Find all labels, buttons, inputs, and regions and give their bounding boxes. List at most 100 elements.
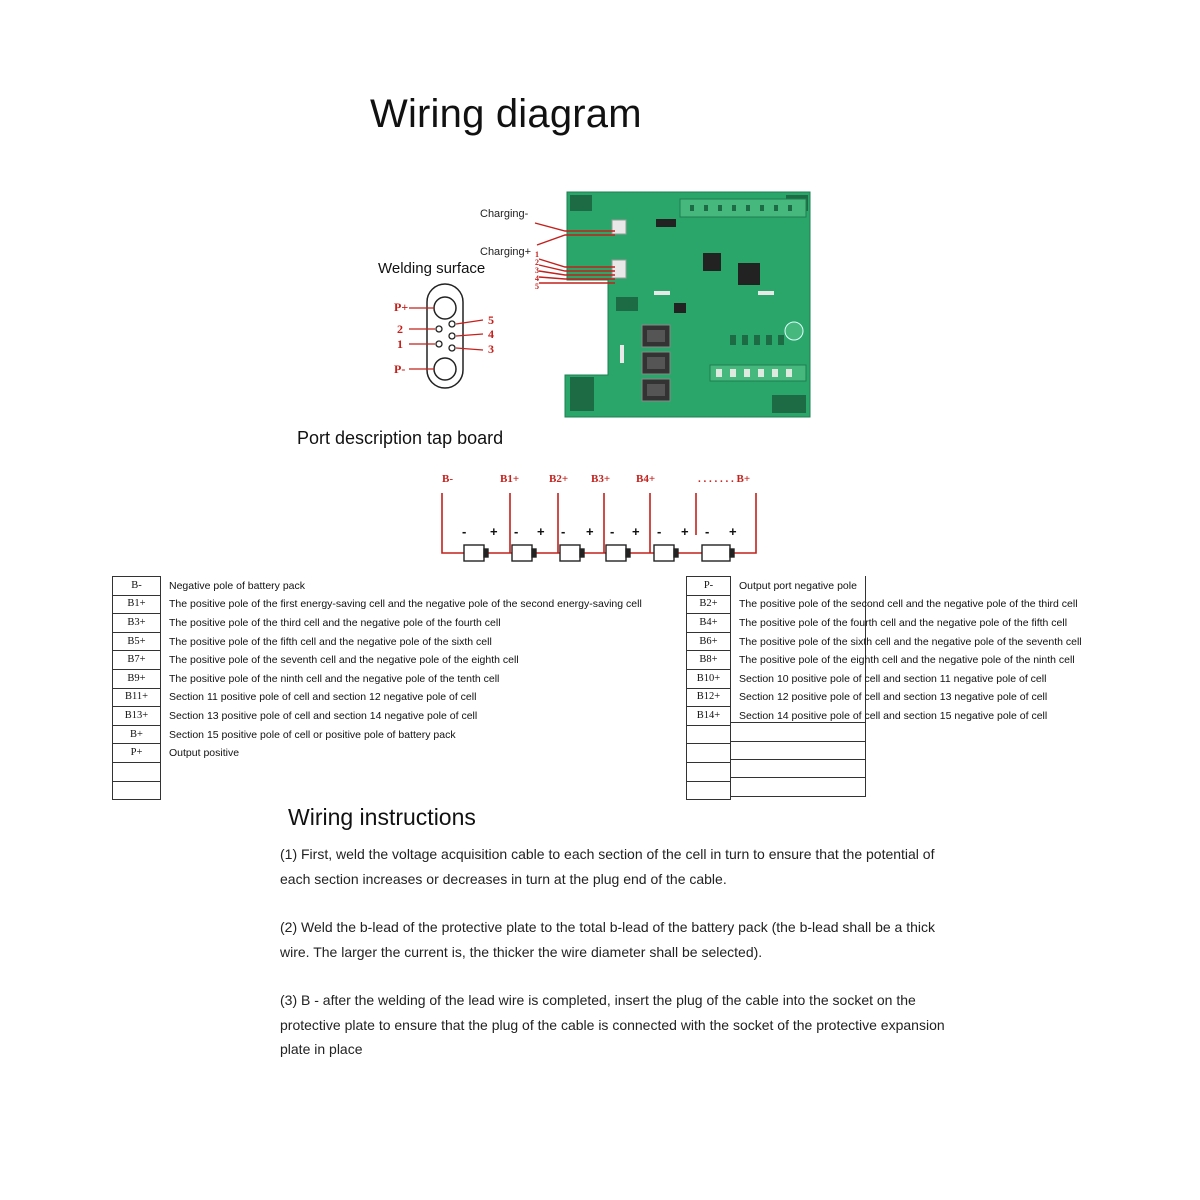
charging-minus-label: Charging- <box>480 208 529 220</box>
right-frame-divider <box>730 777 866 779</box>
left-table-desc-cell: Section 15 positive pole of cell or posi… <box>169 728 456 741</box>
right-table-desc-cell: The positive pole of the fourth cell and… <box>739 616 1068 629</box>
page-title: Wiring diagram <box>370 92 642 136</box>
left-table-desc-cell: Output positive <box>169 747 240 760</box>
wire-number-4: 4 <box>535 274 539 283</box>
right-table-desc-cell: The positive pole of the sixth cell and … <box>739 635 1082 648</box>
right-table-row: B2+The positive pole of the second cell … <box>686 594 1083 615</box>
left-table-desc-cell <box>161 762 643 781</box>
left-table-row: B+ Section 15 positive pole of cell or po… <box>112 724 643 745</box>
left-table-row: B9+ The positive pole of the ninth cell a… <box>112 668 643 689</box>
cell-4-minus: - <box>610 524 615 539</box>
right-table-code-cell: B14+ <box>686 706 731 726</box>
left-table-code-cell <box>112 780 161 801</box>
right-table-code-cell: B12+ <box>686 687 731 708</box>
left-table-code-cell: B13+ <box>112 706 161 726</box>
right-table-code-cell: B8+ <box>686 650 731 670</box>
right-table-code-cell: B10+ <box>686 668 731 689</box>
left-table-code-cell: B11+ <box>112 687 161 708</box>
right-table-row: B8+ The positive pole of the eighth cell … <box>686 650 1083 670</box>
left-table-code-cell: B1+ <box>112 594 161 615</box>
port-description-label: Port description tap board <box>297 428 504 448</box>
left-table-code-cell <box>112 761 161 782</box>
right-table-code-cell <box>686 780 731 801</box>
right-frame-divider <box>730 795 866 797</box>
right-table-desc-cell: Output port negative pole <box>739 579 857 592</box>
left-table-row: B13+Section 13 positive pole of cell and… <box>112 706 643 726</box>
right-table-row <box>686 780 1083 801</box>
tap-label-b3: B3+ <box>591 473 611 485</box>
pin-3: 3 <box>488 342 494 356</box>
tap-label-b1: B1+ <box>500 473 520 485</box>
left-table-row: B7+ The positive pole of the seventh cell… <box>112 650 643 670</box>
left-table-code-cell: B9+ <box>112 668 161 689</box>
right-table-code-cell: B4+ <box>686 613 731 633</box>
left-table-desc-cell: The positive pole of the first energy-sa… <box>169 598 642 611</box>
left-table-desc-cell: Negative pole of battery pack <box>169 579 305 592</box>
cell-1-minus: - <box>462 524 467 539</box>
wire-number-3: 3 <box>535 266 539 275</box>
charging-plus-label: Charging+ <box>480 246 532 258</box>
left-table-desc-cell <box>161 781 643 800</box>
tap-label-b-minus: B- <box>442 473 453 485</box>
left-table-desc-cell: Section 11 positive pole of cell and sec… <box>169 691 477 704</box>
cell-chain-diagram <box>441 493 757 562</box>
cell-6-plus: + <box>729 524 737 539</box>
right-table-desc-cell: Section 10 positive pole of cell and sec… <box>739 672 1047 685</box>
wire-number-2: 2 <box>535 258 539 267</box>
instruction-step-1: (1) First, weld the voltage acquisition … <box>280 846 935 887</box>
cell-3-minus: - <box>561 524 566 539</box>
right-table-desc-cell: Section 14 positive pole of cell and sec… <box>739 709 1048 722</box>
pin-4: 4 <box>488 327 494 341</box>
cell-5-minus: - <box>657 524 662 539</box>
right-frame-divider <box>730 759 866 760</box>
left-table-code-cell: B- <box>112 576 161 596</box>
right-frame-divider <box>730 722 866 724</box>
right-table-desc-cell: The positive pole of the second cell and… <box>739 598 1078 611</box>
instructions-heading: Wiring instructions <box>288 804 476 830</box>
right-table-desc-cell: The positive pole of the eighth cell and… <box>739 654 1075 667</box>
tap-label-b-plus: . . . . . . . B+ <box>698 473 751 485</box>
left-table-code-cell: B+ <box>112 724 161 745</box>
right-table-code-cell <box>686 761 731 782</box>
cell-5-plus: + <box>681 524 689 539</box>
left-table-code-cell: B7+ <box>112 650 161 670</box>
left-table-row: B5+ The positive pole of the fifth cell a… <box>112 631 643 652</box>
welding-connector-diagram <box>409 283 484 389</box>
cell-3-plus: + <box>586 524 594 539</box>
instruction-step-2: (2) Weld the b-lead of the protective pl… <box>280 919 936 960</box>
left-table-row: B3+ The positive pole of the third cell a… <box>112 613 643 633</box>
right-frame-divider <box>730 740 866 742</box>
left-table-desc-cell: The positive pole of the fifth cell and … <box>169 635 492 648</box>
right-table-desc-cell <box>731 781 1083 800</box>
left-table-row: P+Output positive <box>112 743 643 763</box>
left-table-code-cell: B5+ <box>112 631 161 652</box>
tap-label-b4: B4+ <box>636 473 656 485</box>
left-table-row <box>112 780 643 801</box>
pcb-board-image <box>564 191 811 418</box>
pin-1: 1 <box>397 337 403 351</box>
right-table-code-cell <box>686 724 731 745</box>
pin-p-plus: P+ <box>394 300 409 314</box>
wire-number-5: 5 <box>535 282 539 291</box>
right-table-row: P- Output port negative pole <box>686 576 1083 596</box>
left-table-desc-cell: The positive pole of the third cell and … <box>169 616 501 629</box>
right-table-row: B12+Section 12 positive pole of cell and… <box>686 687 1083 708</box>
cell-2-minus: - <box>514 524 519 539</box>
cell-4-plus: + <box>632 524 640 539</box>
right-table-code-cell: P- <box>686 576 731 596</box>
left-table-desc-cell: The positive pole of the ninth cell and … <box>169 672 500 685</box>
right-table-row: B10+ Section 10 positive pole of cell and… <box>686 668 1083 689</box>
left-table-desc-cell: The positive pole of the seventh cell an… <box>169 654 519 667</box>
pin-5: 5 <box>488 313 494 327</box>
left-table-row: B11+ Section 11 positive pole of cell and… <box>112 687 643 708</box>
pin-2: 2 <box>397 322 403 336</box>
cell-6-minus: - <box>705 524 710 539</box>
right-table-row: B6+The positive pole of the sixth cell a… <box>686 631 1083 652</box>
left-table-code-cell: B3+ <box>112 613 161 633</box>
cell-1-plus: + <box>490 524 498 539</box>
left-table-row: B- Negative pole of battery pack <box>112 576 643 596</box>
instruction-step-3: (3) B - after the welding of the lead wi… <box>280 992 945 1057</box>
